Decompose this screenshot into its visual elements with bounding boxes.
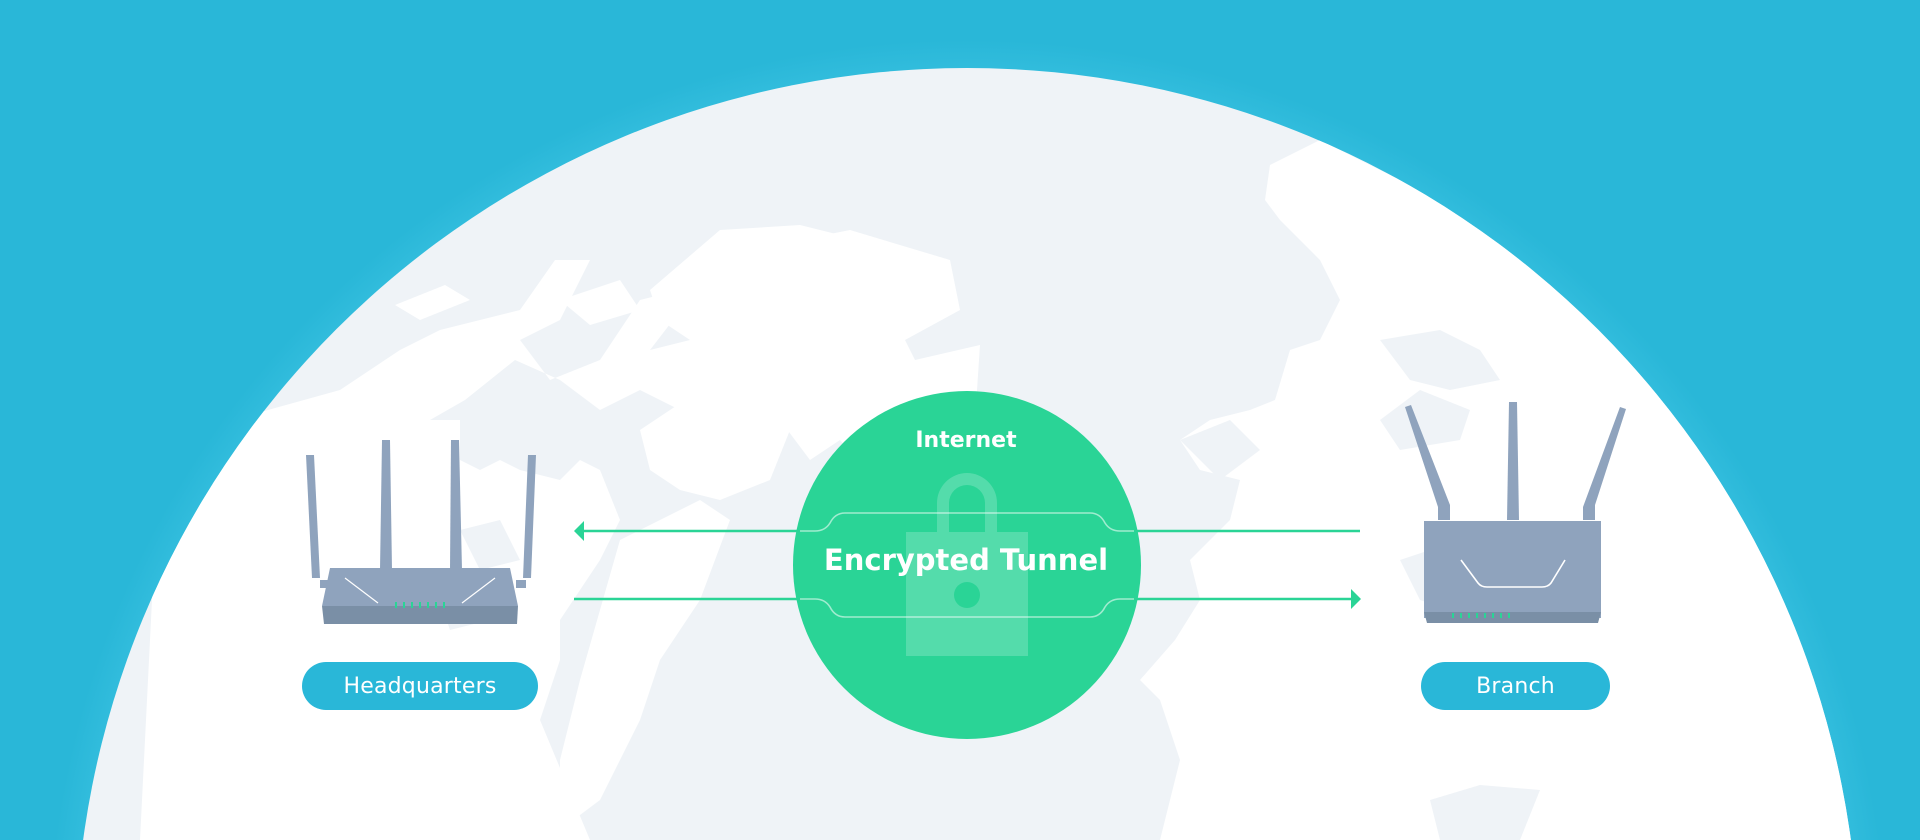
arrow-right-icon <box>1351 589 1361 609</box>
continents <box>140 140 1859 840</box>
tunnel-top-edge <box>800 512 1134 532</box>
tunnel-links <box>574 521 1361 609</box>
router-leds <box>395 602 445 608</box>
router-icon-branch <box>1405 402 1626 623</box>
tunnel-bottom-edge <box>800 598 1134 618</box>
arrow-left-icon <box>574 521 584 541</box>
branch-label: Branch <box>1476 673 1555 699</box>
headquarters-badge[interactable]: Headquarters <box>302 662 538 710</box>
router-leds <box>1452 613 1510 618</box>
internet-label: Internet <box>915 428 1017 453</box>
internet-circle <box>793 391 1141 739</box>
encrypted-tunnel-label: Encrypted Tunnel <box>823 543 1109 577</box>
headquarters-label: Headquarters <box>343 673 497 699</box>
branch-badge[interactable]: Branch <box>1421 662 1610 710</box>
router-icon-hq <box>306 440 536 624</box>
